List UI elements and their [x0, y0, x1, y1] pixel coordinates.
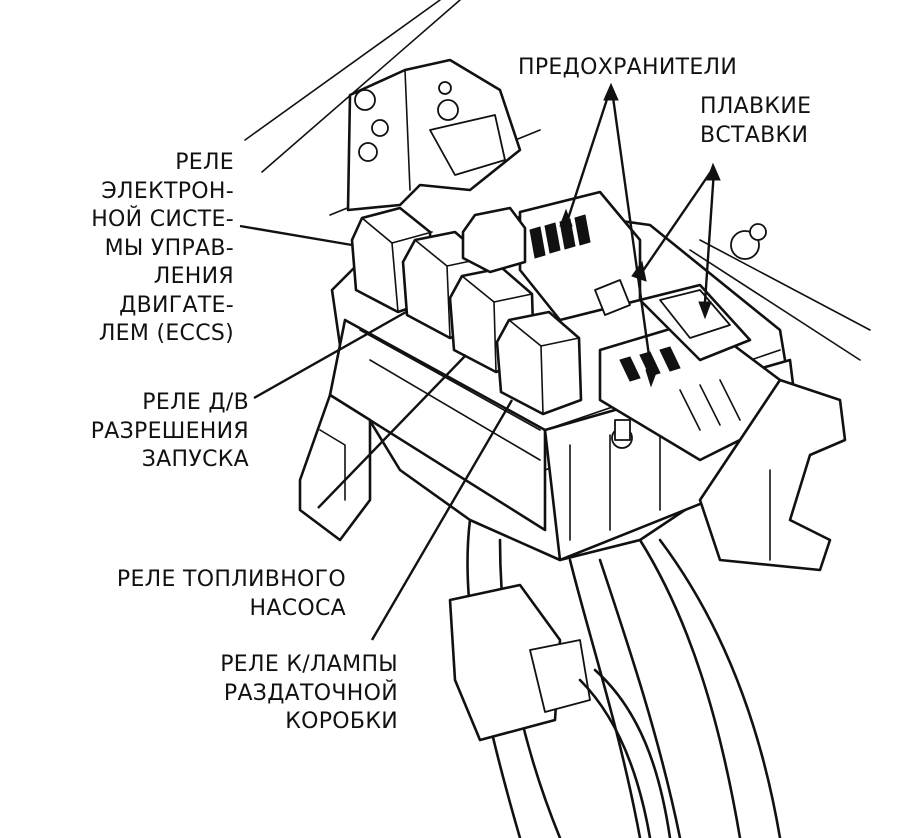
relay-small-1	[461, 206, 527, 274]
leader-links-b	[703, 169, 716, 303]
leader-start	[253, 310, 407, 400]
label-fuel-pump-relay: РЕЛЕ ТОПЛИВНОГО НАСОСА	[117, 566, 346, 623]
label-lamp-relay: РЕЛЕ К/ЛАМПЫ РАЗДАТОЧНОЙ КОРОБКИ	[220, 651, 398, 737]
label-line: РЕЛЕ ТОПЛИВНОГО	[116, 567, 346, 592]
label-line: РАЗДАТОЧНОЙ	[223, 680, 398, 706]
label-line: НОЙ СИСТЕ-	[91, 207, 234, 232]
label-line: ЭЛЕКТРОН-	[101, 178, 234, 204]
label-eccs-relay: РЕЛЕ ЭЛЕКТРОН- НОЙ СИСТЕ- МЫ УПРАВ- ЛЕНИ…	[91, 149, 234, 349]
label-line: РЕЛЕ Д/В	[142, 390, 249, 415]
label-line: ЗАПУСКА	[141, 447, 249, 472]
label-line: ДВИГАТЕ-	[119, 292, 234, 318]
fuse-block	[518, 190, 782, 462]
leader-links-a	[637, 169, 713, 279]
leader-fuses-b	[610, 89, 653, 371]
label-fusible-links: ПЛАВКИЕ ВСТАВКИ	[700, 93, 811, 150]
leader-lines	[239, 82, 721, 641]
leader-lamp	[370, 399, 514, 641]
label-line: РЕЛЕ К/ЛАМПЫ	[220, 652, 398, 677]
fusible-link-block	[638, 283, 752, 362]
right-mount	[698, 378, 847, 572]
label-line: МЫ УПРАВ-	[104, 235, 234, 261]
leader-eccs	[239, 224, 353, 247]
leader-fuses-a	[564, 89, 612, 226]
leader-fuel-pump	[317, 354, 467, 509]
mounting-bracket	[346, 58, 522, 212]
label-line: ВСТАВКИ	[700, 122, 809, 148]
label-line: РЕЛЕ	[175, 150, 234, 175]
label-line: НАСОСА	[249, 595, 346, 621]
label-line: ЛЕМ (ECCS)	[98, 321, 234, 346]
wiring-harness	[448, 518, 782, 838]
relay-lamp	[495, 310, 583, 416]
label-line: КОРОБКИ	[285, 709, 398, 734]
label-fuses: ПРЕДОХРАНИТЕЛИ	[518, 54, 737, 83]
label-line: ЛЕНИЯ	[153, 264, 234, 289]
label-start-relay: РЕЛЕ Д/В РАЗРЕШЕНИЯ ЗАПУСКА	[91, 389, 249, 475]
label-line: ПЛАВКИЕ	[700, 94, 812, 119]
label-line: РАЗРЕШЕНИЯ	[90, 418, 249, 444]
left-mount	[298, 393, 372, 542]
label-line: ПРЕДОХРАНИТЕЛИ	[518, 55, 738, 80]
